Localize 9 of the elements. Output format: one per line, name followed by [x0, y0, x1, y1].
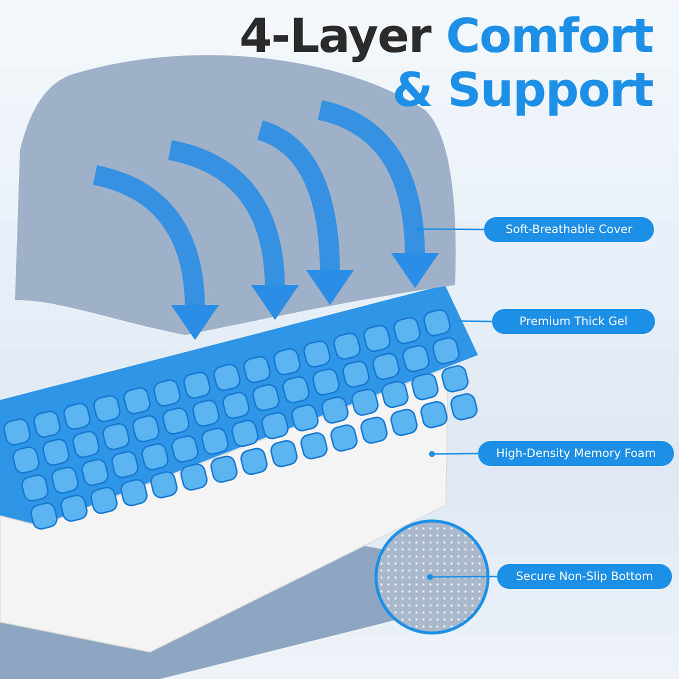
callout-label: Premium Thick Gel — [492, 309, 655, 334]
title: 4-Layer Comfort & Support — [238, 10, 653, 118]
leader-line — [454, 320, 492, 322]
leader-line — [427, 574, 497, 580]
callout-label: High-Density Memory Foam — [478, 441, 674, 466]
callout-label: Secure Non-Slip Bottom — [497, 564, 672, 589]
leader-line — [417, 226, 484, 232]
leader-line — [429, 451, 478, 457]
callout-label: Soft-Breathable Cover — [484, 217, 654, 242]
